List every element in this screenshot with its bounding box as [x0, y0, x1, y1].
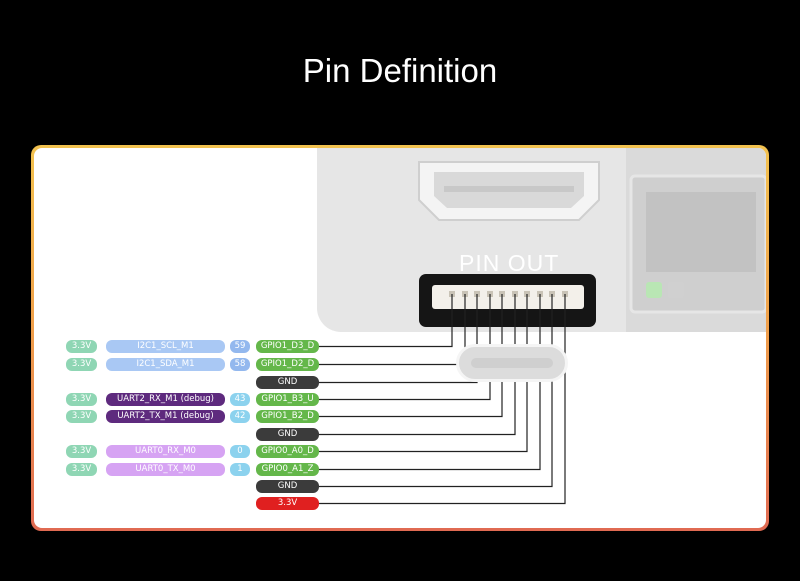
voltage-badge: 3.3V — [66, 445, 97, 458]
hdmi-port-icon — [418, 161, 600, 221]
pin-row: 3.3V I2C1_SDA_M1 58 GPIO1_D2_D — [34, 358, 334, 371]
power-badge: 3.3V — [256, 497, 319, 510]
gpio-badge: GPIO0_A1_Z — [256, 463, 319, 476]
gpio-badge: GPIO1_D3_D — [256, 340, 319, 353]
usb-port-icon — [456, 344, 568, 382]
function-badge: UART0_TX_M0 — [106, 463, 225, 476]
wire-line — [319, 294, 503, 418]
wire-line — [319, 294, 491, 401]
voltage-badge: 3.3V — [66, 410, 97, 423]
pin-row: 3.3V — [34, 497, 334, 510]
pin-row: 3.3V UART0_RX_M0 0 GPIO0_A0_D — [34, 445, 334, 458]
wire-line — [319, 294, 516, 436]
pin-out-label: PIN OUT — [459, 250, 560, 276]
function-badge: I2C1_SCL_M1 — [106, 340, 225, 353]
gnd-badge: GND — [256, 376, 319, 389]
pin-row: 3.3V UART0_TX_M0 1 GPIO0_A1_Z — [34, 463, 334, 476]
wire-line — [319, 294, 453, 348]
pin-row: 3.3V UART2_RX_M1 (debug) 43 GPIO1_B3_U — [34, 393, 334, 406]
pin-row: 3.3V I2C1_SCL_M1 59 GPIO1_D3_D — [34, 340, 334, 353]
voltage-badge: 3.3V — [66, 340, 97, 353]
pin-number-badge: 43 — [230, 393, 250, 406]
voltage-badge: 3.3V — [66, 463, 97, 476]
connection-wires — [319, 294, 566, 505]
function-badge: UART2_TX_M1 (debug) — [106, 410, 225, 423]
function-badge: UART0_RX_M0 — [106, 445, 225, 458]
wire-line — [319, 294, 478, 384]
gpio-badge: GPIO1_D2_D — [256, 358, 319, 371]
gnd-badge: GND — [256, 480, 319, 493]
pin-row: GND — [34, 428, 334, 441]
gpio-badge: GPIO1_B2_D — [256, 410, 319, 423]
ethernet-port-icon — [629, 174, 766, 314]
function-badge: I2C1_SDA_M1 — [106, 358, 225, 371]
voltage-badge: 3.3V — [66, 393, 97, 406]
pin-number-badge: 42 — [230, 410, 250, 423]
pin-number-badge: 58 — [230, 358, 250, 371]
pin-number-badge: 0 — [230, 445, 250, 458]
function-badge: UART2_RX_M1 (debug) — [106, 393, 225, 406]
usb-label: USB — [585, 348, 633, 374]
pin-number-badge: 59 — [230, 340, 250, 353]
gpio-badge: GPIO0_A0_D — [256, 445, 319, 458]
voltage-badge: 3.3V — [66, 358, 97, 371]
board-graphics — [319, 161, 766, 505]
pin-number-badge: 1 — [230, 463, 250, 476]
gpio-badge: GPIO1_B3_U — [256, 393, 319, 406]
gnd-badge: GND — [256, 428, 319, 441]
pin-row: GND — [34, 376, 334, 389]
pin-row: 3.3V UART2_TX_M1 (debug) 42 GPIO1_B2_D — [34, 410, 334, 423]
page-title: Pin Definition — [302, 52, 498, 89]
pin-header-connector — [419, 274, 596, 327]
pin-row: GND — [34, 480, 334, 493]
